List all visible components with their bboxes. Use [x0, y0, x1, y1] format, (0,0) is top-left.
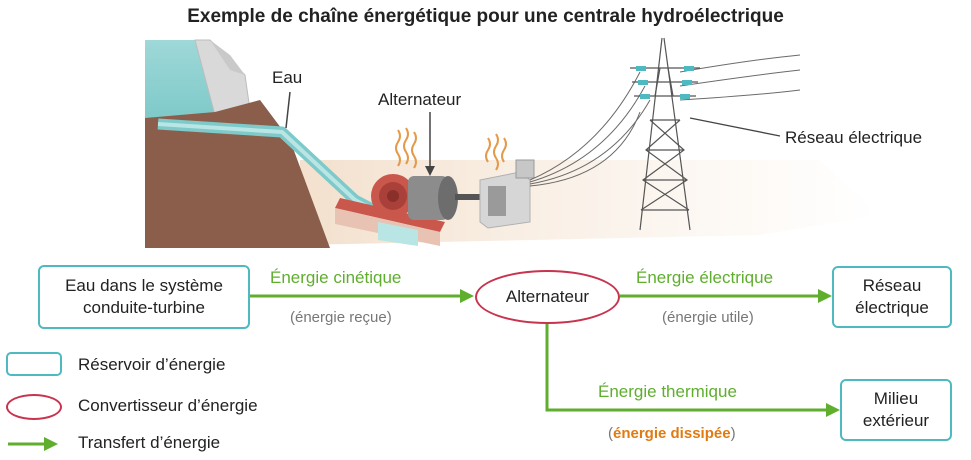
label-alternateur: Alternateur	[378, 90, 462, 109]
transformer	[479, 159, 535, 229]
insulators	[636, 66, 694, 99]
legend-reservoir-swatch	[6, 352, 62, 376]
reservoir-reseau-box: Réseau électrique	[832, 266, 952, 328]
target1-line1: Réseau	[862, 276, 922, 295]
heat-waves	[395, 127, 507, 171]
dissipated-energy-text: énergie dissipée	[613, 425, 731, 442]
source-line2: conduite-turbine	[83, 298, 205, 317]
transfer-thermal-label: Énergie thermique	[598, 382, 737, 401]
legend-reservoir-label: Réservoir d’énergie	[78, 355, 226, 374]
target2-line1: Milieu	[873, 389, 919, 408]
note-close-paren: )	[730, 425, 736, 442]
reseau-pointer	[689, 117, 781, 137]
converter-alternateur: Alternateur	[475, 270, 620, 324]
reservoir-milieu-box: Milieu extérieur	[840, 379, 952, 441]
power-lines	[529, 54, 801, 187]
transfer-thermal-note: (énergie dissipée)	[608, 425, 736, 442]
diagram-title: Exemple de chaîne énergétique pour une c…	[187, 6, 784, 27]
eau-pointer	[285, 91, 291, 129]
transfer-electric-note: (énergie utile)	[662, 309, 754, 326]
label-eau: Eau	[272, 68, 303, 87]
hydro-plant-illustration	[145, 37, 880, 248]
dam	[194, 39, 251, 116]
alternator-machine	[408, 176, 485, 220]
target2-line2: extérieur	[862, 411, 930, 430]
note-open-paren: (	[608, 425, 613, 442]
turbine-wheel	[371, 174, 415, 218]
legend-converter-swatch	[6, 394, 62, 420]
source-line1: Eau dans le système	[65, 276, 223, 295]
reservoir-source-box: Eau dans le système conduite-turbine	[38, 265, 250, 329]
legend-converter-label: Convertisseur d’énergie	[78, 396, 258, 415]
label-reseau-electrique: Réseau électrique	[785, 128, 923, 147]
transfer-electric-label: Énergie électrique	[636, 268, 774, 287]
target1-line2: électrique	[855, 298, 929, 317]
transfer-kinetic-note: (énergie reçue)	[290, 309, 392, 326]
legend-transfer-label: Transfert d’énergie	[78, 433, 221, 452]
transfer-kinetic-label: Énergie cinétique	[270, 268, 402, 287]
